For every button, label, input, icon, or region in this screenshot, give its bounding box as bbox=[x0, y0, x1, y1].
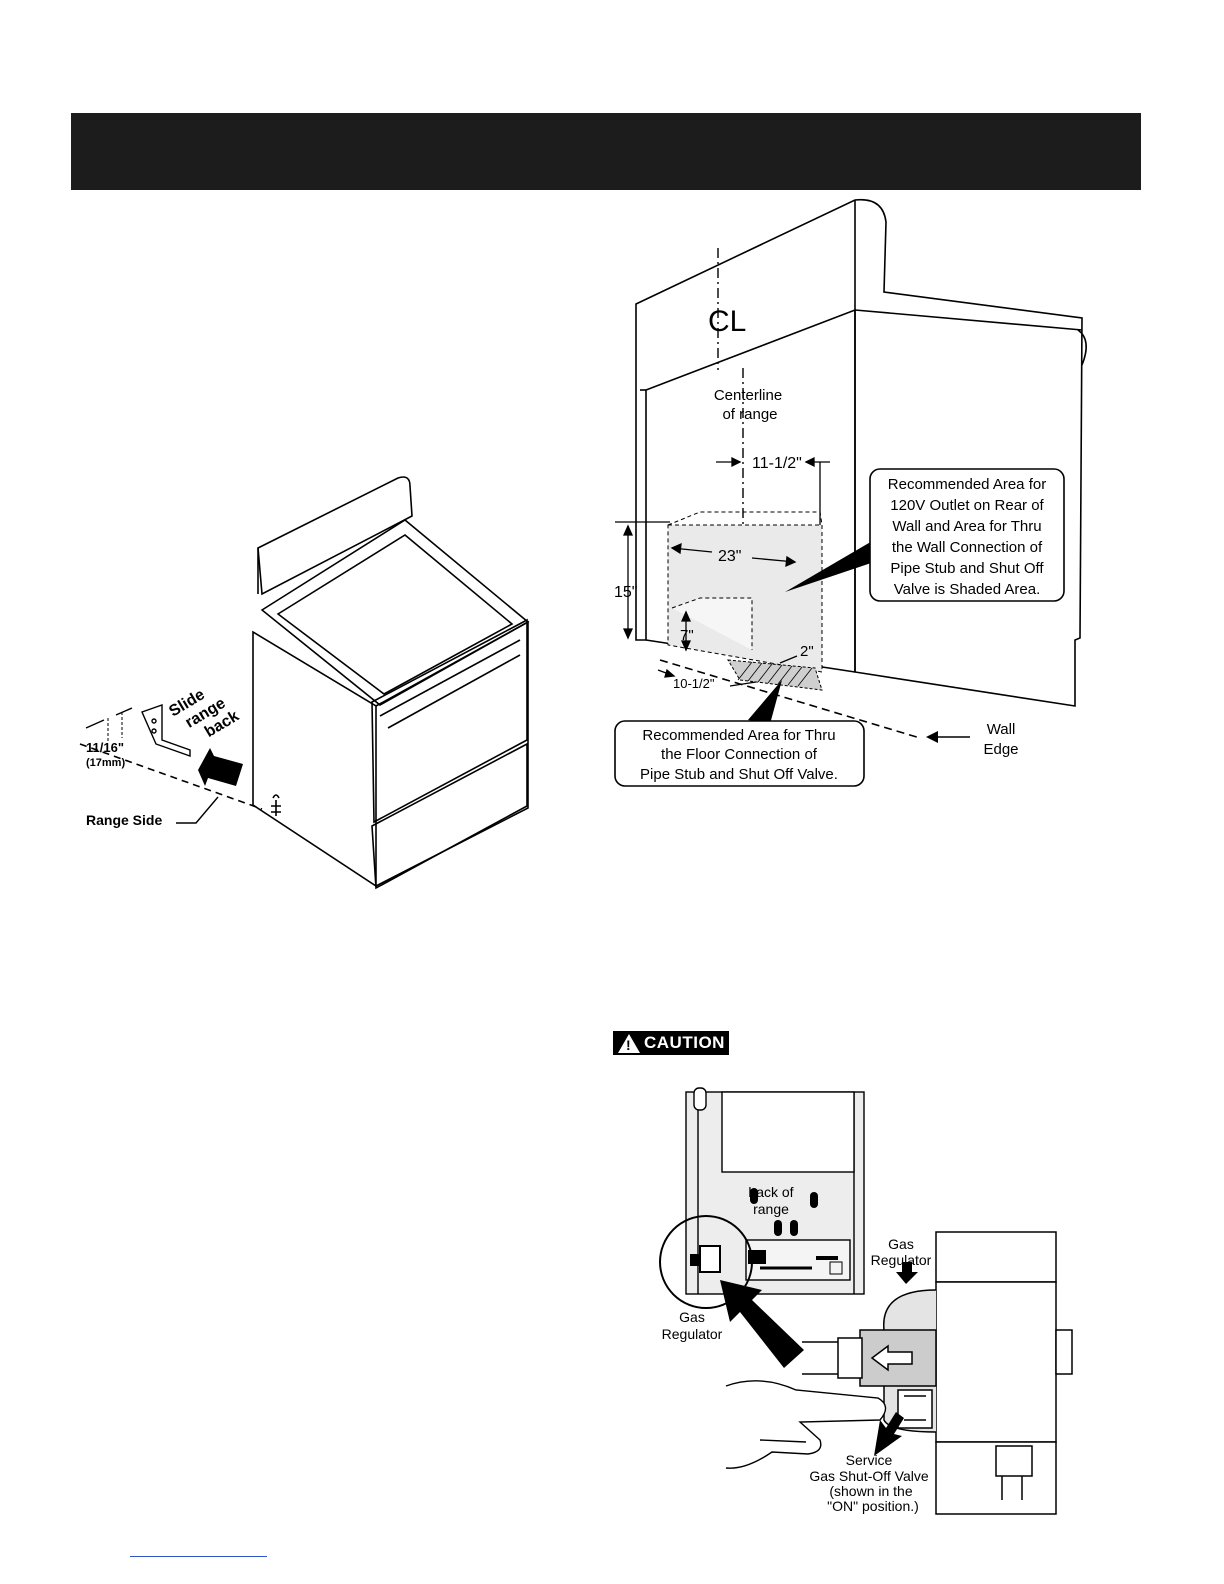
floor-callout-line1: Recommended Area for Thru bbox=[642, 727, 835, 744]
hand-icon bbox=[725, 1380, 887, 1469]
wall-callout-line2: 120V Outlet on Rear of bbox=[890, 497, 1044, 514]
dimension-2: 2" bbox=[800, 643, 814, 660]
caution-badge: CAUTION bbox=[613, 1031, 729, 1055]
dimension-11-5: 11-1/2" bbox=[752, 455, 802, 472]
wall-edge-label-line2: Edge bbox=[983, 741, 1018, 758]
range-side-dashed-line bbox=[79, 743, 263, 810]
wall-callout-line6: Valve is Shaded Area. bbox=[894, 581, 1040, 598]
floor-callout-box bbox=[614, 720, 865, 787]
dimension-10-5: 10-1/2" bbox=[673, 676, 715, 691]
centerline-label-line1: Centerline bbox=[714, 387, 782, 404]
wall-callout-line1: Recommended Area for bbox=[888, 476, 1046, 493]
warning-triangle-icon bbox=[618, 1033, 640, 1053]
valve-label-line3: (shown in the bbox=[829, 1483, 912, 1499]
back-of-range-line1: back of bbox=[748, 1184, 793, 1200]
slide-arrow-icon bbox=[198, 748, 243, 786]
valve-label-line1: Service bbox=[846, 1452, 893, 1468]
bracket-dimension: 11/16" bbox=[86, 740, 124, 755]
floor-callout-line2: the Floor Connection of bbox=[661, 746, 818, 763]
section-header-bar bbox=[71, 113, 1141, 190]
wall-callout-line3: Wall and Area for Thru bbox=[892, 518, 1041, 535]
regulator-arrow-icon bbox=[720, 1280, 804, 1368]
floor-callout-line3: Pipe Stub and Shut Off Valve. bbox=[640, 766, 838, 783]
wall-callout-line5: Pipe Stub and Shut Off bbox=[890, 560, 1044, 577]
valve-label-line4: "ON" position.) bbox=[827, 1498, 919, 1514]
back-of-range-line2: range bbox=[753, 1201, 789, 1217]
centerline-label-line2: of range bbox=[722, 406, 777, 423]
gas-regulator-left-line2: Regulator bbox=[662, 1326, 723, 1342]
centerline-symbol: CL bbox=[708, 305, 746, 338]
caution-label: CAUTION bbox=[644, 1033, 725, 1052]
bracket-dimension-metric: (17mm) bbox=[86, 757, 125, 769]
gas-regulator-right-line1: Gas bbox=[888, 1236, 914, 1252]
dimension-7: 7" bbox=[680, 627, 694, 644]
anti-tip-bracket bbox=[141, 704, 191, 757]
wall-edge-label-line1: Wall bbox=[987, 721, 1016, 738]
range-side-label: Range Side bbox=[86, 812, 162, 828]
valve-label-line2: Gas Shut-Off Valve bbox=[809, 1468, 929, 1484]
dimension-23: 23" bbox=[718, 548, 741, 565]
wall-callout-line4: the Wall Connection of bbox=[892, 539, 1043, 556]
gas-regulator-left-line1: Gas bbox=[679, 1309, 705, 1325]
wall-callout-box bbox=[869, 468, 1065, 602]
gas-regulator-right-line2: Regulator bbox=[871, 1252, 932, 1268]
dimension-15: 15" bbox=[614, 584, 637, 601]
magnifier-circle bbox=[659, 1215, 753, 1309]
footer-link-underline bbox=[130, 1556, 267, 1557]
